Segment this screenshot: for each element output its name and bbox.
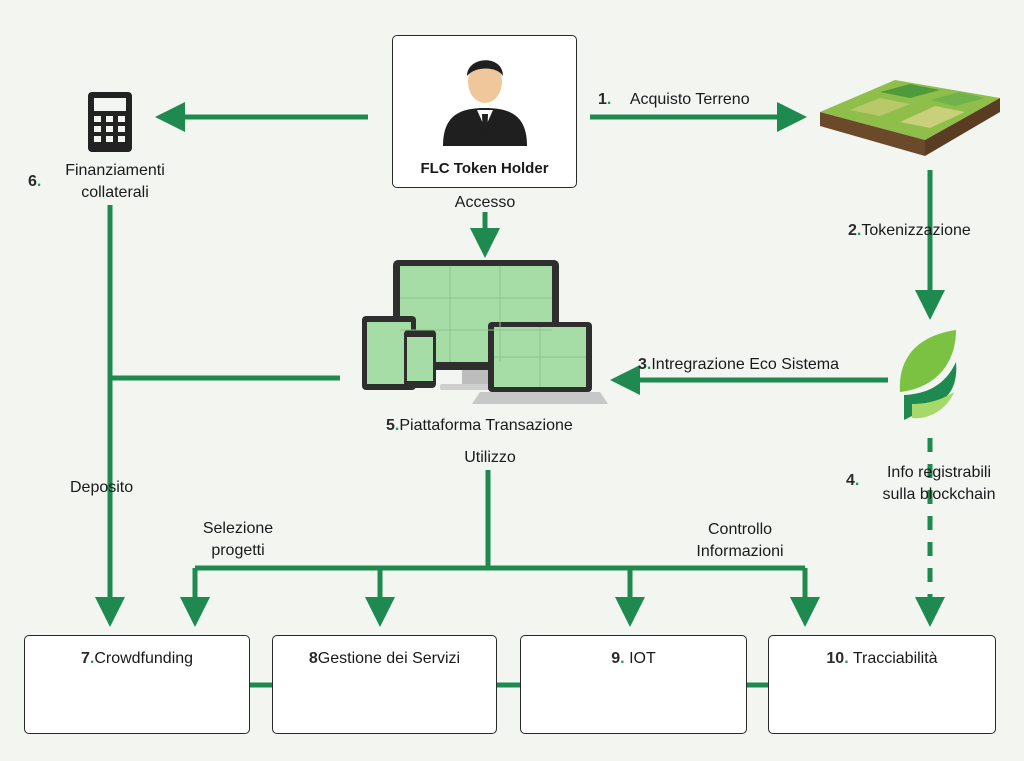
controllo-line-1: Controllo xyxy=(707,521,773,538)
step-6-label: 6. xyxy=(28,171,41,193)
box-10-number: 10 xyxy=(826,650,845,667)
selezione-label: Selezione progetti xyxy=(180,518,296,562)
step-6-number: 6 xyxy=(28,173,37,190)
controllo-label: Controllo Informazioni xyxy=(668,519,812,563)
step-6-text: Finanziamenti collaterali xyxy=(50,160,180,204)
calculator-icon xyxy=(88,92,132,152)
box-7-number: 7 xyxy=(80,650,90,667)
tracciabilita-box: 10. Tracciabilità xyxy=(768,635,996,734)
step-6-text-line-1: Finanziamenti xyxy=(65,162,165,179)
step-2-dot: . xyxy=(856,222,862,239)
step-1-label: 1. Acquisto Terreno xyxy=(598,89,750,111)
step-5-label: 5.Piattaforma Transazione xyxy=(386,415,573,437)
box-9-number: 9 xyxy=(611,650,621,667)
devices-icon xyxy=(362,260,608,404)
step-3-text: Intregrazione Eco Sistema xyxy=(651,356,840,373)
step-3-dot: . xyxy=(646,356,652,373)
gestione-servizi-title: 8Gestione dei Servizi xyxy=(273,650,496,668)
step-6-dot: . xyxy=(36,173,42,190)
land-plot-icon xyxy=(820,80,1000,156)
step-4-number: 4 xyxy=(846,472,855,489)
step-2-label: 2.Tokenizzazione xyxy=(848,220,971,242)
accesso-label: Accesso xyxy=(454,194,516,211)
step-1-dot: . xyxy=(606,91,612,108)
step-4-text-line-1: Info registrabili xyxy=(886,464,992,481)
step-3-number: 3 xyxy=(638,356,647,373)
step-5-number: 5 xyxy=(386,417,395,434)
tracciabilita-title: 10. Tracciabilità xyxy=(769,650,995,668)
leaf-logo-icon xyxy=(899,330,957,420)
box-8-text: Gestione dei Servizi xyxy=(317,650,461,667)
box-10-dot: . xyxy=(844,650,849,667)
step-1-number: 1 xyxy=(598,91,607,108)
step-2-number: 2 xyxy=(848,222,857,239)
iot-title: 9. IOT xyxy=(521,650,746,668)
step-4-text: Info registrabili sulla blockchain xyxy=(866,462,1012,506)
box-9-text: IOT xyxy=(629,650,656,667)
selezione-line-1: Selezione xyxy=(202,520,274,537)
crowdfunding-title: 7.Crowdfunding xyxy=(25,650,249,668)
box-7-dot: . xyxy=(89,650,95,667)
step-3-label: 3.Intregrazione Eco Sistema xyxy=(638,354,839,376)
step-6-text-line-2: collaterali xyxy=(81,184,149,201)
crowdfunding-box: 7.Crowdfunding xyxy=(24,635,250,734)
box-9-dot: . xyxy=(620,650,625,667)
step-2-text: Tokenizzazione xyxy=(861,222,971,239)
deposito-label: Deposito xyxy=(70,479,134,496)
box-7-text: Crowdfunding xyxy=(94,650,194,667)
step-5-dot: . xyxy=(394,417,400,434)
step-4-dot: . xyxy=(854,472,860,489)
token-holder-name: FLC Token Holder xyxy=(420,160,549,177)
selezione-line-2: progetti xyxy=(211,542,265,559)
token-holder-box: FLC Token Holder xyxy=(392,35,577,188)
step-5-text: Piattaforma Transazione xyxy=(399,417,573,434)
step-1-text: Acquisto Terreno xyxy=(629,91,750,108)
step-4-label: 4. xyxy=(846,470,859,492)
businessman-icon xyxy=(443,60,527,146)
box-10-text: Tracciabilità xyxy=(852,650,938,667)
iot-box: 9. IOT xyxy=(520,635,747,734)
utilizzo-label: Utilizzo xyxy=(464,449,516,466)
step-4-text-line-2: sulla blockchain xyxy=(882,486,996,503)
controllo-line-2: Informazioni xyxy=(696,543,784,560)
gestione-servizi-box: 8Gestione dei Servizi xyxy=(272,635,497,734)
box-8-number: 8 xyxy=(308,650,318,667)
